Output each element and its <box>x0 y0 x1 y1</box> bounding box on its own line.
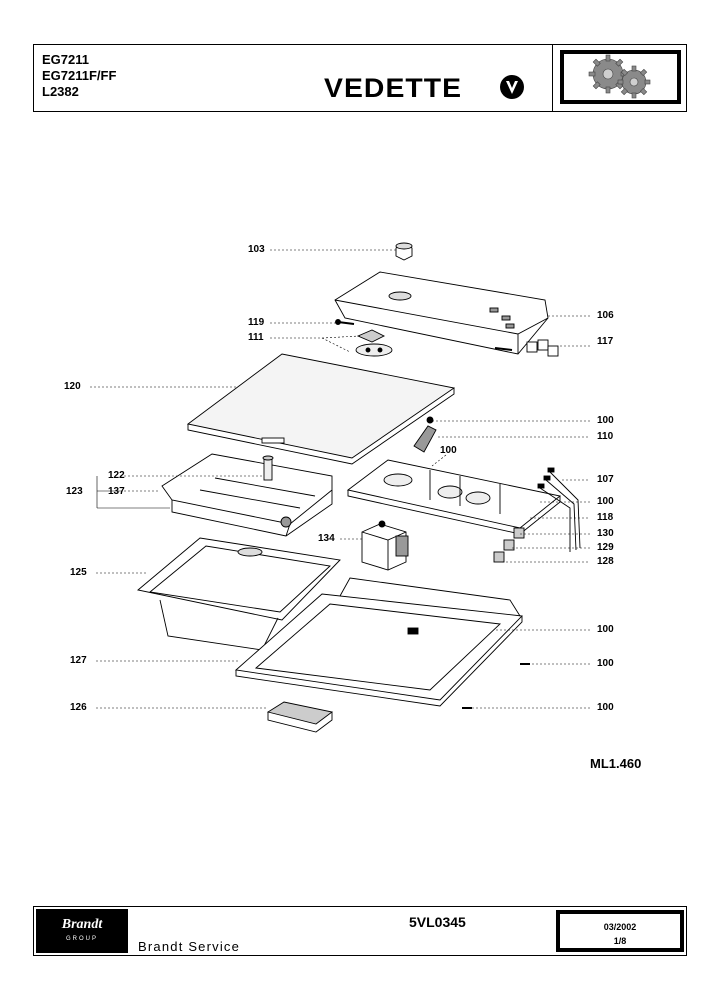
callout-118: 118 <box>597 512 614 523</box>
part-latch-110 <box>413 416 437 453</box>
callout-111: 111 <box>248 332 264 343</box>
gear-emblem <box>552 44 689 112</box>
model-3: L2382 <box>42 84 79 99</box>
part-knob-103 <box>395 242 413 261</box>
part-screw-119 <box>335 319 355 325</box>
part-tub-125 <box>137 537 341 651</box>
callout-119: 119 <box>248 317 265 328</box>
brand-name: VEDETTE <box>324 73 463 103</box>
callout-120: 120 <box>64 381 81 392</box>
part-control-board-118 <box>346 459 562 535</box>
gear-emblem-frame <box>560 50 681 104</box>
page-number: 1/8 <box>613 936 627 946</box>
callout-126: 126 <box>70 702 87 713</box>
brandt-logo-sub: GROUP <box>65 936 98 942</box>
model-2: EG7211F/FF <box>42 68 117 83</box>
document-date: 03/2002 <box>603 922 637 932</box>
title-block: EG7211 EG7211F/FF L2382 VEDETTE <box>33 44 687 112</box>
callout-134: 134 <box>318 533 335 544</box>
footer-block: Brandt GROUP Brandt Service 5VL0345 03/2… <box>33 906 687 956</box>
document-number: 5VL0345 <box>409 914 466 930</box>
callout-137: 137 <box>108 486 125 497</box>
callout-100-screw-b: 100 <box>597 702 614 713</box>
callout-100-screw-a: 100 <box>597 658 614 669</box>
part-motor-134 <box>361 520 409 571</box>
reference-code: ML1.460 <box>590 756 642 771</box>
part-control-panel-106 <box>334 271 549 355</box>
part-lid-120 <box>186 353 456 465</box>
brandt-logo: Brandt GROUP <box>36 909 128 953</box>
service-label: Brandt Service <box>138 939 241 954</box>
callout-106: 106 <box>597 310 614 321</box>
callout-100-board: 100 <box>440 445 457 456</box>
callout-123: 123 <box>66 486 83 497</box>
callout-127: 127 <box>70 655 87 666</box>
callout-129: 129 <box>597 542 614 553</box>
part-dispenser-123 <box>161 453 333 537</box>
callout-103: 103 <box>248 244 265 255</box>
bracket-lines <box>96 476 170 509</box>
gears-icon <box>588 54 651 99</box>
callout-100-wiring: 100 <box>597 496 614 507</box>
callout-128: 128 <box>597 556 614 567</box>
callout-122: 122 <box>108 470 125 481</box>
model-1: EG7211 <box>42 52 89 67</box>
callout-100-base: 100 <box>597 624 614 635</box>
callout-117: 117 <box>597 336 614 347</box>
part-switches-128-130 <box>493 527 525 563</box>
callout-130: 130 <box>597 528 614 539</box>
callout-107: 107 <box>597 474 614 485</box>
part-wiring-107 <box>537 467 581 552</box>
part-buttons-117 <box>494 339 559 357</box>
date-page-box: 03/2002 1/8 <box>556 910 684 952</box>
part-selector-111 <box>355 329 393 357</box>
callout-100-latch: 100 <box>597 415 614 426</box>
brand-v-logo-icon <box>500 75 524 99</box>
leader-lines <box>90 249 590 709</box>
callout-110: 110 <box>597 431 614 442</box>
brandt-logo-text: Brandt <box>61 917 103 932</box>
callout-125: 125 <box>70 567 87 578</box>
part-base-127 <box>234 577 523 707</box>
model-list: EG7211 EG7211F/FF L2382 <box>42 52 116 100</box>
part-connector-126 <box>266 701 334 733</box>
